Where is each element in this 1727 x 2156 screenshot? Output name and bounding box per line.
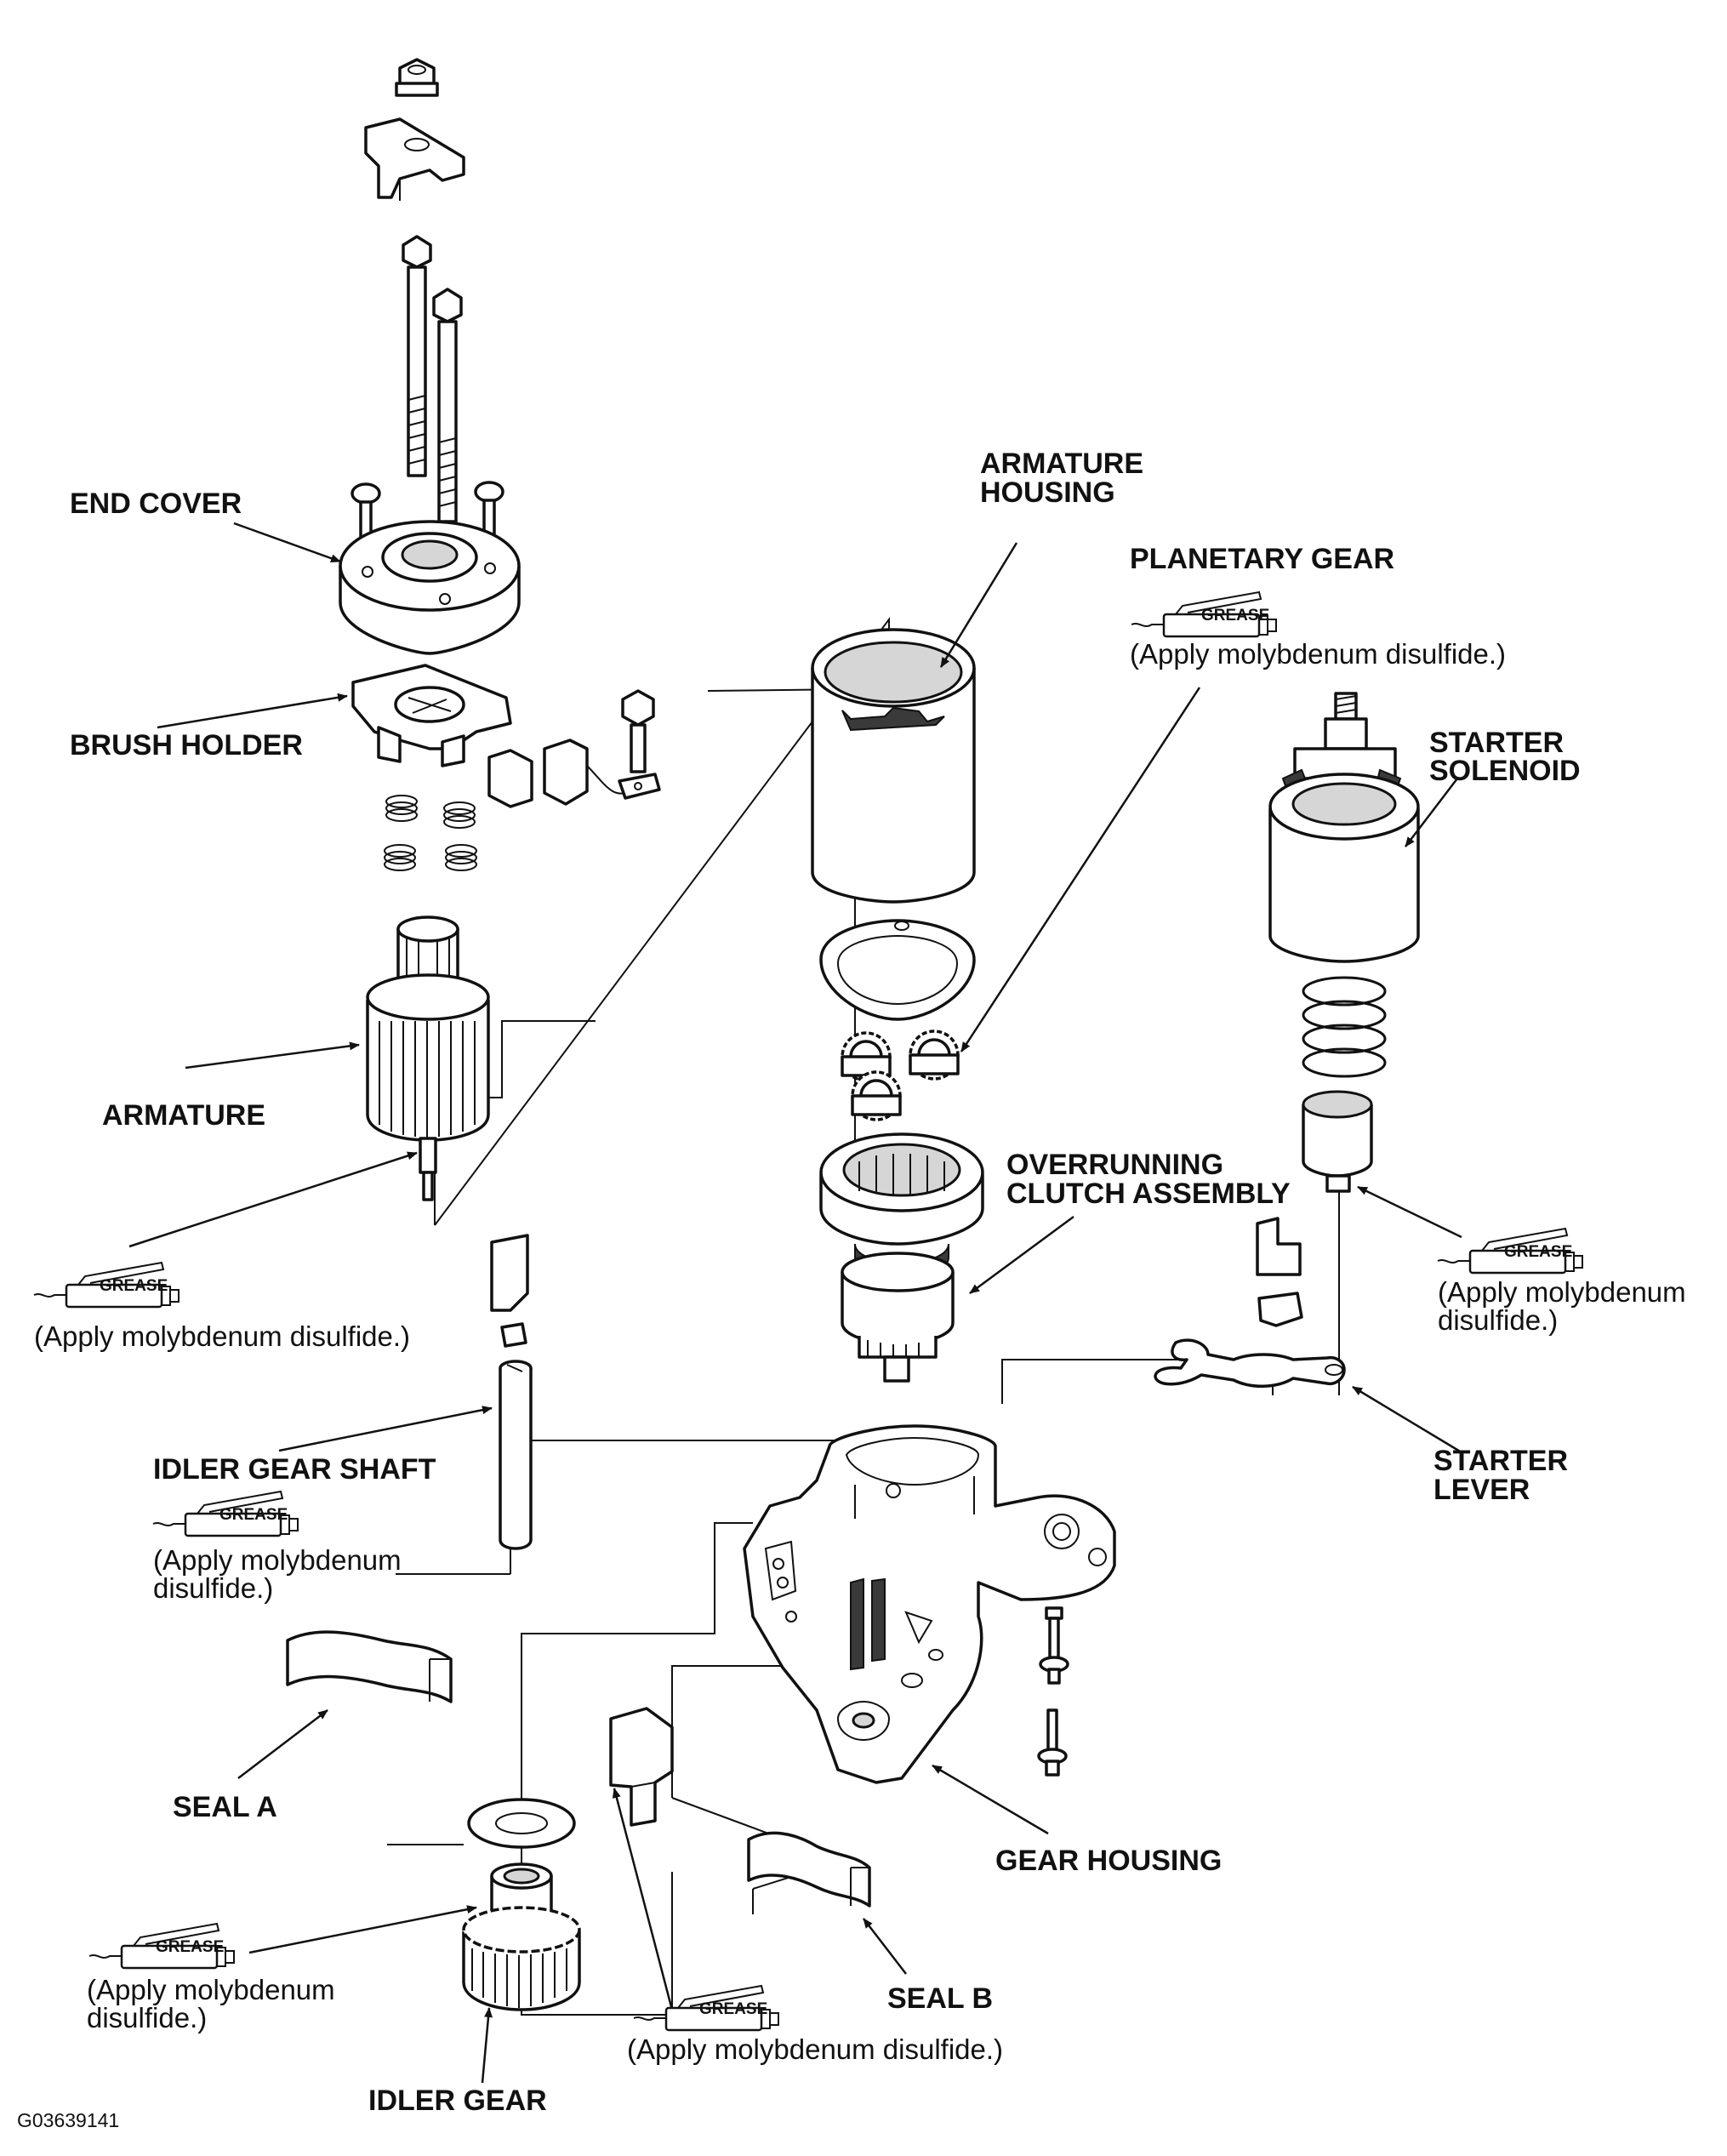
grease-icon: GREASE [88, 1922, 236, 1970]
leader-lines [128, 522, 1462, 2084]
shaft-retainer [490, 1234, 529, 1348]
label-overrunning-clutch: CLUTCH ASSEMBLY [1006, 1178, 1291, 1210]
screw-left [351, 482, 381, 539]
gear-housing [743, 1424, 1116, 1784]
lubrication-notes: (Apply molybdenum disulfide.) (Apply mol… [34, 638, 1686, 2065]
armature-housing [811, 628, 976, 904]
note-idler-shaft: disulfide.) [153, 1572, 273, 1604]
plunger [1302, 1090, 1373, 1193]
idler-gear [462, 1862, 581, 2011]
label-seal-a: SEAL A [173, 1791, 277, 1823]
svg-text:GREASE: GREASE [699, 2000, 767, 2018]
grease-icon: GREASE [632, 1984, 780, 2032]
seal-b [747, 1831, 871, 1908]
label-starter-solenoid: SOLENOID [1429, 755, 1581, 787]
svg-text:GREASE: GREASE [156, 1938, 224, 1956]
label-brush-holder: BRUSH HOLDER [70, 729, 303, 761]
solenoid-spring [1302, 976, 1387, 1078]
part-labels: END COVER BRUSH HOLDER ARMATURE ARMATURE… [70, 448, 1581, 2117]
figure-code: G03639141 [17, 2109, 119, 2131]
note-idler-shaft: (Apply molybdenum [153, 1544, 402, 1576]
label-starter-lever: LEVER [1433, 1474, 1530, 1506]
brush-holder [351, 664, 512, 767]
screw-right [474, 481, 504, 538]
svg-text:GREASE: GREASE [219, 1506, 288, 1524]
starter-lever [1154, 1338, 1346, 1388]
label-gear-housing: GEAR HOUSING [995, 1845, 1222, 1877]
planetary-gears [841, 1030, 960, 1121]
through-bolt-left [402, 235, 432, 477]
label-idler-gear: IDLER GEAR [368, 2085, 547, 2117]
label-end-cover: END COVER [70, 488, 242, 520]
grease-icon: GREASE [32, 1261, 180, 1309]
mount-bracket [364, 117, 465, 201]
note-idler-gear: disulfide.) [87, 2002, 207, 2033]
svg-text:GREASE: GREASE [1504, 1243, 1572, 1261]
internal-gear-ring [819, 919, 976, 1021]
through-bolt-right [432, 288, 463, 523]
label-overrunning-clutch: OVERRUNNING [1006, 1149, 1223, 1181]
end-cover [339, 520, 521, 655]
note-idler-gear: (Apply molybdenum [87, 1974, 335, 2005]
label-idler-gear-shaft: IDLER GEAR SHAFT [153, 1453, 436, 1486]
label-seal-b: SEAL B [887, 1982, 993, 2015]
brush-with-lead [487, 739, 661, 808]
label-starter-lever: STARTER [1433, 1445, 1568, 1477]
idler-gear-shaft [499, 1360, 533, 1550]
note-solenoid: disulfide.) [1438, 1304, 1558, 1336]
center-retainer [609, 1707, 674, 1827]
armature [366, 915, 490, 1201]
terminal-nut [621, 689, 655, 773]
label-armature-housing: HOUSING [980, 476, 1115, 509]
brush-springs [384, 795, 477, 871]
note-housing: (Apply molybdenum disulfide.) [627, 2033, 1003, 2065]
svg-text:GREASE: GREASE [1201, 607, 1269, 625]
label-planetary-gear: PLANETARY GEAR [1130, 543, 1394, 575]
svg-text:GREASE: GREASE [100, 1277, 168, 1295]
lever-seal-pieces [1256, 1217, 1303, 1327]
note-solenoid: (Apply molybdenum [1438, 1276, 1686, 1308]
grease-icon: GREASE [1130, 590, 1278, 638]
seal-a [286, 1630, 453, 1703]
note-armature: (Apply molybdenum disulfide.) [34, 1320, 410, 1352]
overrunning-clutch [819, 1132, 984, 1383]
label-armature: ARMATURE [102, 1099, 265, 1132]
label-armature-housing: ARMATURE [980, 448, 1143, 480]
grease-icon: GREASE [1436, 1227, 1584, 1275]
grease-icon: GREASE [151, 1490, 299, 1537]
idler-gear-washer [467, 1798, 576, 1849]
housing-bolts [1037, 1606, 1069, 1777]
label-starter-solenoid: STARTER [1429, 727, 1564, 759]
top-nut [395, 58, 439, 97]
end-cover-assembly [339, 58, 521, 655]
note-planetary: (Apply molybdenum disulfide.) [1130, 638, 1506, 670]
starter-solenoid [1268, 692, 1420, 963]
